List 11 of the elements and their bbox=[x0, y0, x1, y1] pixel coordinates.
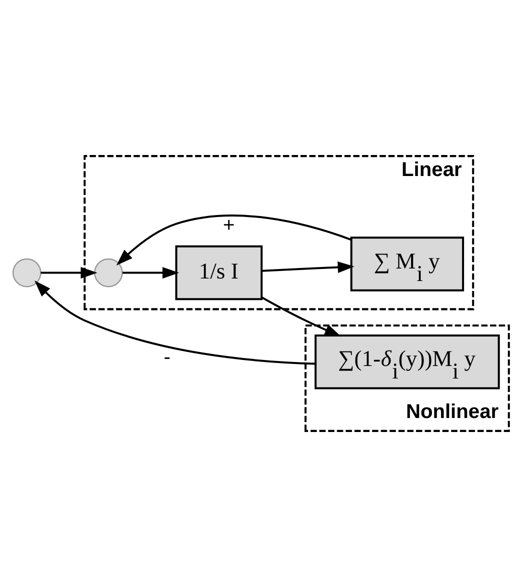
node-circle bbox=[12, 258, 42, 287]
node-box: 1/s I bbox=[175, 244, 263, 300]
arrow bbox=[262, 260, 354, 273]
arrow bbox=[122, 266, 180, 278]
edge-label: + bbox=[223, 214, 235, 236]
arrow bbox=[34, 280, 316, 364]
node-circle bbox=[94, 258, 123, 287]
arrow bbox=[261, 296, 342, 336]
arrow bbox=[116, 214, 352, 265]
arrow bbox=[40, 266, 98, 278]
edge-label: - bbox=[164, 346, 170, 368]
